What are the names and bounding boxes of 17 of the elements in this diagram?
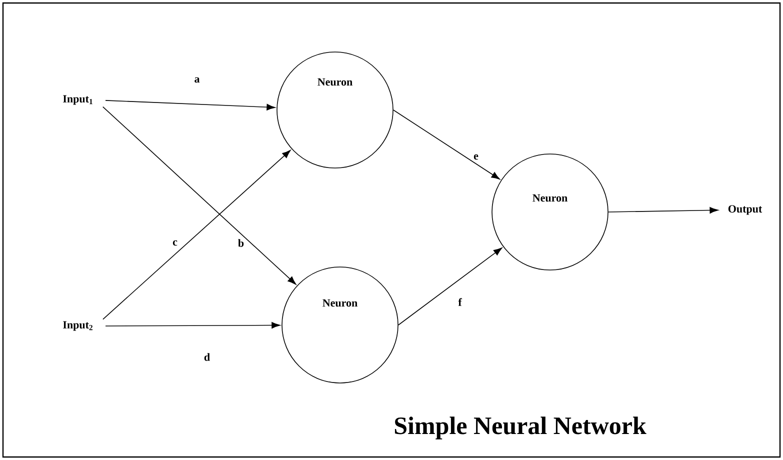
- arrow: [398, 248, 502, 326]
- edge-label: c: [172, 239, 178, 247]
- node-label: Input$_{2}$: [63, 321, 92, 331]
- arrow: [608, 207, 718, 214]
- title: Simple Neural Network: [394, 416, 646, 440]
- edge-label: e: [472, 153, 480, 161]
- arrow: [105, 322, 280, 328]
- arrow: [102, 106, 296, 285]
- edge-label: f: [457, 297, 463, 307]
- edge-label: d: [202, 352, 212, 362]
- node-label: Output: [728, 205, 762, 215]
- node-label: Input$_{1}$: [63, 95, 92, 105]
- arrow: [393, 110, 500, 180]
- edge-label: b: [236, 238, 246, 248]
- arrow: [102, 150, 291, 320]
- edge-label: a: [193, 76, 201, 84]
- arrow: [105, 100, 276, 110]
